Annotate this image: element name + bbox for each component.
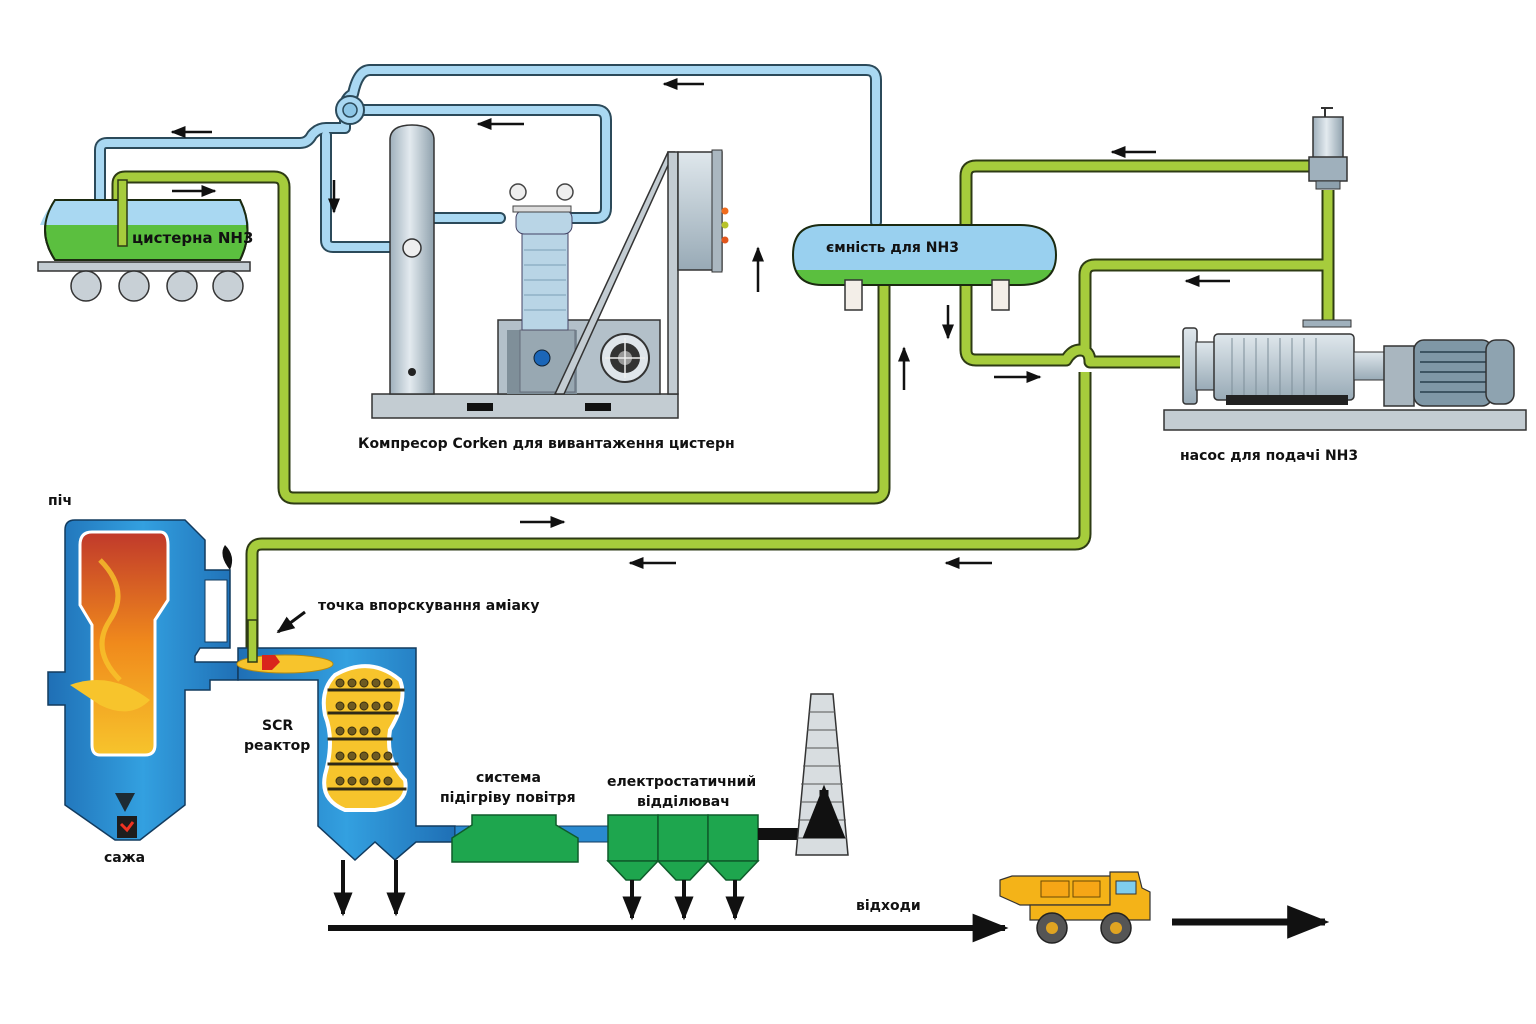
tank-saddle bbox=[991, 279, 1010, 311]
damper-icon bbox=[222, 545, 233, 570]
chimney-stack bbox=[795, 693, 849, 856]
storage-tank: ємність для NH3 bbox=[791, 224, 1058, 311]
indicator-light-icon bbox=[721, 207, 729, 215]
pump-base bbox=[1163, 409, 1527, 431]
pump-unit: насос для подачі NH3 bbox=[1163, 107, 1527, 464]
tank-car: цистерна NH3 bbox=[37, 179, 253, 302]
flame-chamber bbox=[78, 530, 170, 757]
indicator-light-icon bbox=[721, 221, 729, 229]
air-preheater-label-line2: підігріву повітря bbox=[440, 790, 576, 806]
soot-label: сажа bbox=[104, 850, 145, 866]
catalyst-rows bbox=[327, 678, 407, 791]
injection-spray bbox=[236, 654, 334, 674]
waste-label: відходи bbox=[856, 898, 921, 914]
scr-label-line1: SCR bbox=[262, 718, 293, 734]
injection-point-label: точка впорскування аміаку bbox=[318, 598, 540, 614]
waste-line: відходи bbox=[328, 860, 1330, 943]
furnace-label: піч bbox=[48, 493, 72, 509]
vapor-pipes bbox=[94, 64, 882, 253]
soot-outlet bbox=[117, 816, 137, 838]
tank-car-label: цистерна NH3 bbox=[132, 229, 253, 247]
furnace: піч сажа bbox=[47, 493, 239, 866]
wheel-icon bbox=[70, 270, 102, 302]
dump-truck bbox=[999, 871, 1151, 944]
wheel-icon bbox=[212, 270, 244, 302]
gauge-icon bbox=[556, 183, 574, 201]
exhaust-arrow bbox=[802, 784, 846, 839]
wheel-icon bbox=[118, 270, 150, 302]
gauge-icon bbox=[509, 183, 527, 201]
scr-label-line2: реактор bbox=[244, 738, 310, 754]
wheel-icon bbox=[166, 270, 198, 302]
compressor-base bbox=[371, 393, 679, 419]
air-preheater bbox=[451, 814, 579, 863]
tank-saddle bbox=[844, 279, 863, 311]
truck-window bbox=[1115, 880, 1137, 895]
esp-label-line1: електростатичний bbox=[607, 774, 756, 790]
receiver-vessel bbox=[389, 124, 435, 395]
liquid-pipes bbox=[111, 159, 1335, 660]
flue-duct: система підігріву повітря електростатичн… bbox=[440, 770, 806, 881]
scr-reactor: точка впорскування аміаку SCR реактор bbox=[236, 598, 540, 862]
relief-valve bbox=[1312, 116, 1344, 160]
pump-label: насос для подачі NH3 bbox=[1180, 448, 1358, 464]
esp-label-line2: відділювач bbox=[637, 794, 730, 810]
air-preheater-label-line1: система bbox=[476, 770, 541, 786]
flow-arrows bbox=[170, 78, 1230, 569]
storage-tank-label: ємність для NH3 bbox=[826, 240, 959, 256]
injection-pointer-arrow bbox=[276, 610, 306, 634]
indicator-light-icon bbox=[721, 236, 729, 244]
compressor-label: Компресор Corken для вивантаження цистер… bbox=[358, 436, 735, 452]
electrostatic-precipitator bbox=[606, 814, 760, 881]
compressor-unit: Компресор Corken для вивантаження цистер… bbox=[358, 124, 735, 452]
